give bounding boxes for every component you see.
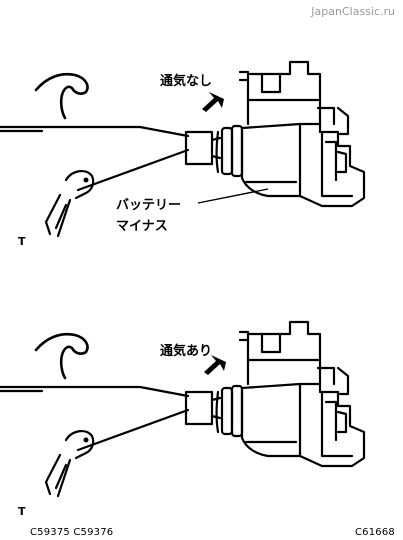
figure-code-right: C61668 [355,527,395,538]
vent-none-label: 通気なし [160,74,213,89]
leader-line [197,188,269,204]
corner-mark-top: T [18,235,26,248]
figure-code-left: C59375 C59376 [30,527,114,538]
vent-present-label: 通気あり [160,344,213,359]
battery-label: バッテリー [116,198,182,213]
vent-arrow-icon [202,92,224,112]
watermark-text: JapanClassic.ru [311,5,395,18]
corner-mark-bottom: T [18,505,26,518]
top-assembly [0,60,366,238]
minus-label: マイナス [116,219,168,234]
